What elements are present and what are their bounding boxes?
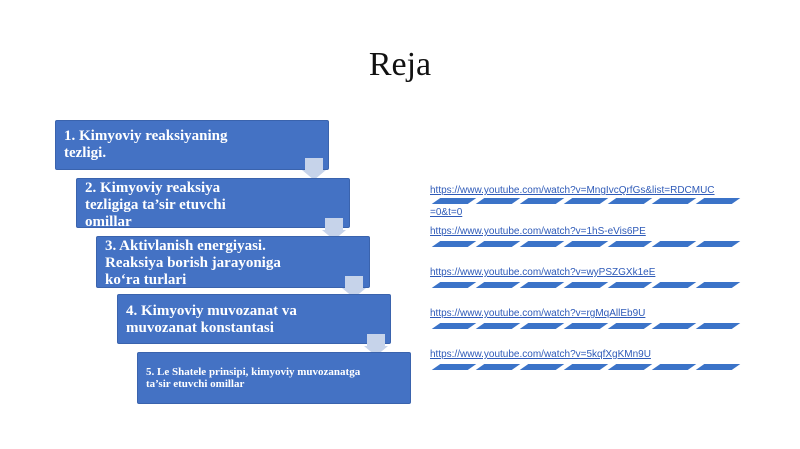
link-underline-dash bbox=[431, 323, 477, 329]
link-dash-row-2 bbox=[426, 241, 746, 249]
link-dash-row-1 bbox=[426, 198, 746, 206]
link-underline-dash bbox=[519, 282, 565, 288]
link-underline-dash bbox=[695, 282, 741, 288]
link-dash-row-3 bbox=[426, 282, 746, 290]
link-underline-dash bbox=[519, 241, 565, 247]
link-underline-dash bbox=[607, 241, 653, 247]
link-underline-dash bbox=[563, 241, 609, 247]
link-underline-dash bbox=[431, 198, 477, 204]
step-label-3: 3. Aktivlanish energiyasi. Reaksiya bori… bbox=[105, 238, 281, 288]
link-underline-dash bbox=[519, 198, 565, 204]
link-underline-dash bbox=[475, 364, 521, 370]
link-underline-dash bbox=[475, 323, 521, 329]
link-underline-dash bbox=[519, 323, 565, 329]
step-label-4: 4. Kimyoviy muvozanat va muvozanat konst… bbox=[126, 303, 297, 336]
link-underline-dash bbox=[695, 241, 741, 247]
link-underline-dash bbox=[607, 282, 653, 288]
youtube-link-1-continued[interactable]: =0&t=0 bbox=[430, 207, 463, 218]
link-underline-dash bbox=[651, 282, 697, 288]
link-underline-dash bbox=[431, 241, 477, 247]
link-underline-dash bbox=[475, 241, 521, 247]
link-underline-dash bbox=[607, 323, 653, 329]
link-underline-dash bbox=[563, 198, 609, 204]
link-dash-row-5 bbox=[426, 364, 746, 372]
youtube-link-1[interactable]: https://www.youtube.com/watch?v=MngIvcQr… bbox=[430, 185, 715, 196]
step-box-2: 2. Kimyoviy reaksiya tezligiga ta’sir et… bbox=[76, 178, 350, 230]
slide-title: Reja bbox=[368, 46, 432, 83]
youtube-link-5[interactable]: https://www.youtube.com/watch?v=5kqfXgKM… bbox=[430, 349, 651, 360]
link-underline-dash bbox=[607, 364, 653, 370]
link-underline-dash bbox=[563, 323, 609, 329]
step-label-5: 5. Le Shatele prinsipi, kimyoviy muvozan… bbox=[146, 366, 361, 391]
link-underline-dash bbox=[695, 198, 741, 204]
link-underline-dash bbox=[607, 198, 653, 204]
step-box-1: 1. Kimyoviy reaksiyaning tezligi. bbox=[55, 120, 329, 170]
link-underline-dash bbox=[563, 364, 609, 370]
step-box-3: 3. Aktivlanish energiyasi. Reaksiya bori… bbox=[96, 236, 370, 288]
link-underline-dash bbox=[695, 364, 741, 370]
youtube-link-3[interactable]: https://www.youtube.com/watch?v=wyPSZGXk… bbox=[430, 267, 656, 278]
link-underline-dash bbox=[475, 198, 521, 204]
link-underline-dash bbox=[651, 198, 697, 204]
link-underline-dash bbox=[695, 323, 741, 329]
link-underline-dash bbox=[431, 282, 477, 288]
step-label-1: 1. Kimyoviy reaksiyaning tezligi. bbox=[64, 128, 228, 161]
step-label-2: 2. Kimyoviy reaksiya tezligiga ta’sir et… bbox=[85, 180, 226, 230]
link-underline-dash bbox=[651, 323, 697, 329]
step-box-5: 5. Le Shatele prinsipi, kimyoviy muvozan… bbox=[137, 352, 411, 404]
link-underline-dash bbox=[651, 241, 697, 247]
link-underline-dash bbox=[651, 364, 697, 370]
link-underline-dash bbox=[519, 364, 565, 370]
step-box-4: 4. Kimyoviy muvozanat va muvozanat konst… bbox=[117, 294, 391, 344]
youtube-link-4[interactable]: https://www.youtube.com/watch?v=rgMqAllE… bbox=[430, 308, 646, 319]
link-dash-row-4 bbox=[426, 323, 746, 331]
youtube-link-2[interactable]: https://www.youtube.com/watch?v=1hS-eVis… bbox=[430, 226, 646, 237]
link-underline-dash bbox=[475, 282, 521, 288]
link-underline-dash bbox=[431, 364, 477, 370]
link-underline-dash bbox=[563, 282, 609, 288]
